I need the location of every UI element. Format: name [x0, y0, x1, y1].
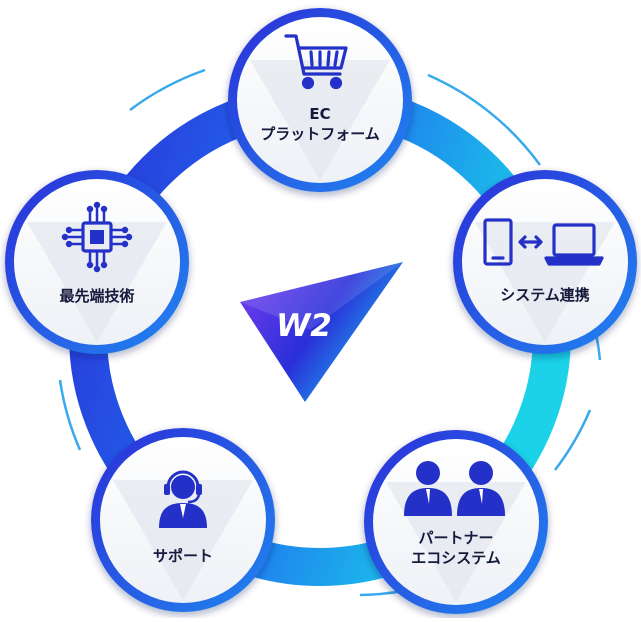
logo-highlight [240, 262, 403, 330]
logo-text: W2 [276, 308, 332, 344]
w2-logo: W2 [240, 262, 403, 402]
partner-ecosystem-label-line-2: エコシステム [411, 549, 501, 567]
logo-triangle [240, 262, 403, 402]
node-watermark [113, 480, 253, 600]
ec-platform-label-line-2: プラットフォーム [260, 125, 380, 143]
advanced-tech-label-line-1: 最先端技術 [59, 287, 135, 305]
system-integration-label-line-1: システム連携 [500, 286, 590, 304]
support-label: サポート [108, 546, 258, 566]
ec-platform-label-line-1: EC [309, 105, 331, 123]
shopping-cart-icon [284, 34, 348, 90]
partner-ecosystem-label: パートナー エコシステム [381, 528, 531, 568]
headset-operator-icon [159, 470, 207, 528]
node-watermark [250, 60, 390, 180]
node-advanced-tech[interactable] [5, 170, 189, 354]
support-label-line-1: サポート [152, 547, 213, 565]
device-link-icon [483, 218, 604, 266]
node-system-integration[interactable] [453, 170, 637, 354]
advanced-tech-label: 最先端技術 [22, 286, 172, 306]
ec-platform-label: EC プラットフォーム [245, 104, 395, 144]
system-integration-label: システム連携 [470, 285, 620, 305]
chip-icon [61, 201, 133, 273]
node-watermark [27, 222, 167, 342]
people-icon [404, 461, 505, 516]
node-support[interactable] [91, 428, 275, 612]
node-ec-platform[interactable] [228, 8, 412, 192]
partner-ecosystem-label-line-1: パートナー [418, 529, 494, 547]
node-partner-ecosystem[interactable] [364, 430, 548, 614]
